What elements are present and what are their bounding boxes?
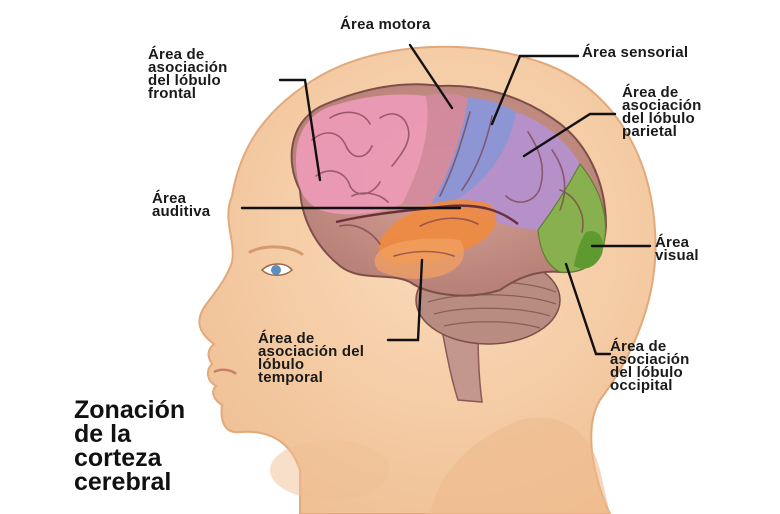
label-parietal-association: Área de asociación del lóbulo parietal	[622, 84, 702, 140]
iris	[271, 265, 281, 275]
jaw-shadow	[270, 440, 390, 500]
label-occipital-association: Área de asociación del lóbulo occipital	[610, 338, 690, 394]
label-sensory-area: Área sensorial	[582, 44, 689, 61]
visual-region-dark	[574, 231, 604, 269]
motor-region	[402, 93, 468, 206]
occipital-pointer	[564, 262, 612, 356]
label-visual-area: Área visual	[655, 234, 699, 264]
eyebrow	[248, 245, 304, 256]
neck-shadow	[430, 417, 610, 514]
frontal-pointer	[278, 78, 322, 182]
sensory-pointer	[490, 54, 580, 126]
pointer-lines	[240, 43, 652, 356]
diagram-title: Zonación de la corteza cerebral	[74, 396, 186, 496]
parietal-pointer	[522, 112, 617, 158]
motor-pointer	[408, 43, 454, 110]
label-auditory-area: Área auditiva	[152, 190, 211, 220]
frontal-association-region	[295, 94, 428, 215]
temporal-association-region	[374, 238, 464, 279]
lateral-sulcus	[335, 204, 519, 225]
label-temporal-association: Área de asociación del lóbulo temporal	[258, 330, 365, 386]
label-motor-area: Área motora	[340, 16, 431, 33]
temporal-pointer	[386, 258, 424, 342]
sensory-region	[430, 98, 516, 206]
lips	[213, 368, 237, 375]
brain-folds	[311, 111, 584, 257]
label-frontal-association: Área de asociación del lóbulo frontal	[148, 46, 228, 102]
